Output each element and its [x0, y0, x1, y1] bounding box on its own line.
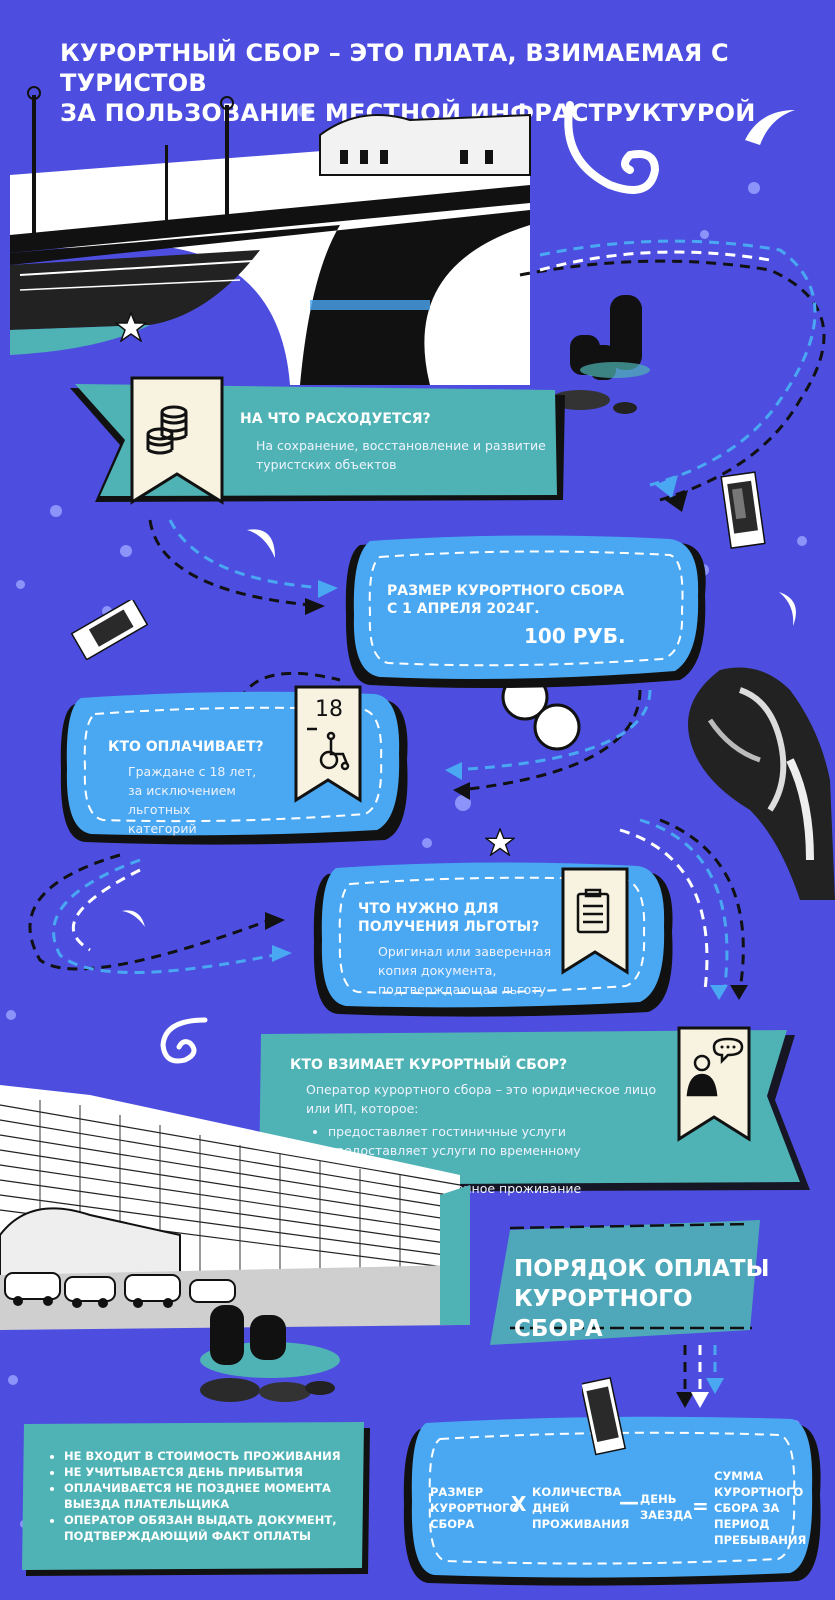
crescent-decor: [122, 910, 145, 927]
decor-dot: [102, 606, 112, 616]
who-pays-text: Граждане с 18 лет, за исключением льготн…: [128, 764, 257, 836]
banknote-decor: [720, 471, 766, 550]
decor-dot: [422, 838, 432, 848]
spending-text: На сохранение, восстановление и развитие…: [256, 438, 546, 472]
benefit-heading: ЧТО НУЖНО ДЛЯ ПОЛУЧЕНИЯ ЛЬГОТЫ?: [358, 901, 540, 935]
collector-heading: КТО ВЗИМАЕТ КУРОРТНЫЙ СБОР?: [290, 1057, 568, 1073]
coins-decor: [501, 685, 581, 751]
decor-dot: [748, 182, 760, 194]
star-decor: [115, 312, 147, 342]
bridge-photo: [10, 86, 531, 385]
list-item: предоставляет гостиничные услуги: [328, 1122, 660, 1141]
formula-cloud: [403, 1416, 821, 1586]
notes-list: НЕ ВХОДИТ В СТОИМОСТЬ ПРОЖИВАНИЯ НЕ УЧИТ…: [48, 1448, 358, 1544]
decor-dot: [16, 580, 25, 589]
amount-block: РАЗМЕР КУРОРТНОГО СБОРА С 1 АПРЕЛЯ 2024Г…: [387, 582, 677, 648]
decor-dot: [6, 1010, 16, 1020]
spending-block: НА ЧТО РАСХОДУЕТСЯ? На сохранение, восст…: [240, 410, 560, 474]
crescent-decor: [247, 529, 275, 558]
benefit-text: Оригинал или заверенная копия документа,…: [378, 944, 552, 997]
list-item: НЕ ВХОДИТ В СТОИМОСТЬ ПРОЖИВАНИЯ: [64, 1448, 358, 1464]
procedure-brush: [490, 1220, 760, 1345]
decor-dot: [50, 505, 62, 517]
businessman-speech-icon: [677, 1026, 751, 1142]
list-item: ОПЛАЧИВАЕТСЯ НЕ ПОЗДНЕЕ МОМЕНТА ВЫЕЗДА П…: [64, 1480, 358, 1512]
swirl-decor: [564, 101, 795, 194]
coin-stack-decor: [200, 1305, 340, 1402]
star-decor: [485, 828, 515, 856]
formula-term-rate: РАЗМЕР КУРОРТНОГО СБОРА: [430, 1485, 520, 1531]
formula-equals: =: [692, 1494, 709, 1518]
spending-heading: НА ЧТО РАСХОДУЕТСЯ?: [240, 411, 431, 427]
amount-heading: РАЗМЕР КУРОРТНОГО СБОРА С 1 АПРЕЛЯ 2024Г…: [387, 583, 625, 617]
amount-cloud: [345, 535, 706, 689]
amount-value: 100 РУБ.: [524, 624, 626, 648]
notes-box: НЕ ВХОДИТ В СТОИМОСТЬ ПРОЖИВАНИЯ НЕ УЧИТ…: [48, 1448, 358, 1544]
list-item: ОПЕРАТОР ОБЯЗАН ВЫДАТЬ ДОКУМЕНТ, ПОДТВЕР…: [64, 1512, 358, 1544]
banknote-decor: [70, 600, 149, 660]
age-badge: 18: [315, 697, 343, 722]
formula-term-days: КОЛИЧЕСТВА ДНЕЙ ПРОЖИВАНИЯ: [532, 1485, 630, 1531]
document-icon: [561, 867, 629, 975]
who-pays-block: КТО ОПЛАЧИВАЕТ? Граждане с 18 лет, за ис…: [108, 738, 298, 838]
who-pays-heading: КТО ОПЛАЧИВАЕТ?: [108, 739, 264, 755]
formula-term-arrival: ДЕНЬ ЗАЕЗДА: [640, 1492, 693, 1522]
collector-ribbon: [259, 1030, 810, 1192]
decor-dot: [700, 230, 709, 239]
notes-box-bg: [22, 1422, 370, 1576]
decor-dot: [797, 536, 807, 546]
decor-dot: [298, 104, 312, 118]
decor-dot: [8, 1375, 18, 1385]
procedure-heading: ПОРЯДОК ОПЛАТЫ КУРОРТНОГО СБОРА: [514, 1256, 770, 1342]
collector-intro: Оператор курортного сбора – это юридичес…: [306, 1082, 657, 1116]
decor-dot: [455, 795, 471, 811]
formula-result: СУММА КУРОРТНОГО СБОРА ЗА ПЕРИОД ПРЕБЫВА…: [714, 1469, 807, 1547]
swirl-decor: [160, 1017, 208, 1064]
benefit-block: ЧТО НУЖНО ДЛЯ ПОЛУЧЕНИЯ ЛЬГОТЫ? Оригинал…: [358, 900, 573, 999]
formula-minus: —: [619, 1490, 639, 1514]
statue-decor: [688, 667, 835, 900]
decor-dot: [120, 545, 132, 557]
coin-stack-decor: [550, 295, 650, 414]
wheelchair-icon: 18: [294, 685, 362, 803]
formula-multiply: X: [511, 1492, 527, 1516]
building-photo: [0, 1085, 470, 1330]
list-item: НЕ УЧИТЫВАЕТСЯ ДЕНЬ ПРИБЫТИЯ: [64, 1464, 358, 1480]
coin-stack-icon: [130, 376, 224, 505]
banknote-decor: [582, 1376, 626, 1456]
crescent-decor: [779, 592, 796, 626]
